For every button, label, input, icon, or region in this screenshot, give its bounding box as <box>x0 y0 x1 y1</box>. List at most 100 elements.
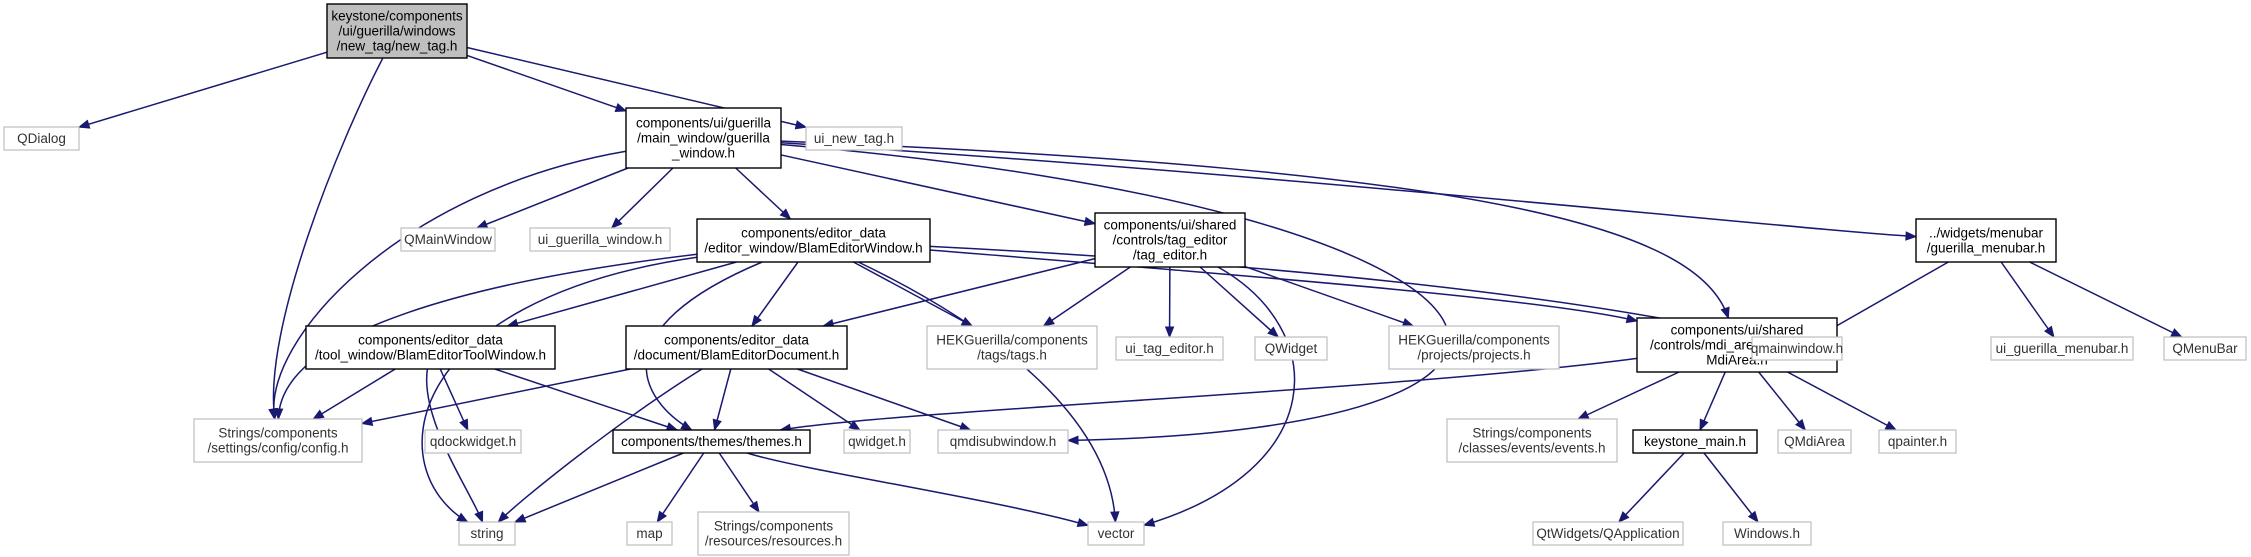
node-box <box>400 227 496 252</box>
node-box <box>1254 336 1328 361</box>
node-events-h: Strings/components/classes/events/events… <box>1446 418 1618 463</box>
node-guerilla-window-h[interactable]: components/ui/guerilla/main_window/gueri… <box>625 107 782 169</box>
node-label-line: keystone_main.h <box>1644 434 1746 449</box>
edge-themes_h-to-map <box>656 452 705 524</box>
edge-line <box>2000 261 2055 338</box>
edge-themes_h-to-vector <box>746 452 1090 528</box>
node-label-line: /editor_window/BlamEditorWindow.h <box>704 241 922 256</box>
edge-keystone_main_h-to-qapplication <box>1617 452 1685 523</box>
edge-themes_h-to-string <box>513 452 684 523</box>
edge-line <box>272 57 384 420</box>
arrowhead <box>848 420 861 431</box>
node-blam-editor-tool-window-h[interactable]: components/editor_data/tool_window/BlamE… <box>305 325 556 370</box>
edge-guerilla_window_h-to-guerilla_menubar_h <box>780 142 1918 241</box>
edge-skinnable_mdi_area_h-to-keystone_main_h <box>1699 371 1726 432</box>
arrowhead <box>513 513 527 523</box>
node-box <box>1722 521 1812 546</box>
arrowhead <box>1401 318 1415 327</box>
node-label-line: /tag_editor.h <box>1133 248 1207 263</box>
node-box <box>2163 336 2247 361</box>
edge-line <box>312 368 396 420</box>
node-label-line: HEKGuerilla/components <box>1398 333 1550 348</box>
node-label-line: map <box>636 526 662 541</box>
node-qmainwindow: QMainWindow <box>400 227 496 252</box>
edge-line <box>780 357 1638 431</box>
node-windows-h: Windows.h <box>1722 521 1812 546</box>
node-label-line: ui_tag_editor.h <box>1125 341 1214 356</box>
arrowhead <box>77 119 91 129</box>
edge-tag_editor_h-to-vector <box>1142 266 1296 527</box>
node-label-line: QMenuBar <box>2172 341 2238 356</box>
edge-line <box>514 452 684 523</box>
edge-skinnable_mdi_area_h-to-qpainter_h <box>1787 371 1898 431</box>
node-hek-tags-h: HEKGuerilla/components/tags/tags.h <box>926 325 1098 370</box>
node-box <box>1094 212 1246 268</box>
arrowhead <box>1083 216 1097 226</box>
edge-skinnable_mdi_area_h-to-events_h <box>1576 371 1680 420</box>
arrowhead <box>456 512 469 523</box>
node-tag-editor-h[interactable]: components/ui/shared/controls/tag_editor… <box>1094 212 1246 268</box>
node-label-line: components/editor_data <box>741 226 886 241</box>
edge-line <box>656 452 705 523</box>
edge-line <box>857 261 1117 523</box>
edge-line <box>1618 452 1685 523</box>
arrowhead <box>312 409 325 420</box>
edge-blam_editor_window_h-to-vector <box>857 261 1120 524</box>
edge-line <box>421 256 698 523</box>
edge-line <box>746 452 1089 527</box>
edge-line <box>1758 371 1806 431</box>
edge-tag_editor_h-to-qwidget <box>1199 266 1280 338</box>
arrowhead <box>1066 435 1079 445</box>
node-qmenubar: QMenuBar <box>2163 336 2247 361</box>
node-vector: vector <box>1087 521 1145 546</box>
node-label-line: ui_new_tag.h <box>814 131 894 146</box>
node-blam-editor-document-h[interactable]: components/editor_data/document/BlamEdit… <box>625 325 848 370</box>
arrowhead <box>751 314 762 328</box>
edge-line <box>1577 371 1680 420</box>
node-label-line: QDialog <box>17 131 66 146</box>
edge-guerilla_menubar_h-to-ui_guerilla_menubar_h <box>2000 261 2055 339</box>
edge-line <box>735 167 791 220</box>
node-themes-h[interactable]: components/themes/themes.h <box>612 429 811 454</box>
arrowhead <box>1110 511 1120 524</box>
node-box <box>1878 429 1957 454</box>
node-label-line: vector <box>1098 526 1135 541</box>
edge-line <box>929 249 1638 322</box>
edge-line <box>780 142 1917 238</box>
node-ui-guerilla-menubar-h: ui_guerilla_menubar.h <box>1990 336 2134 361</box>
node-guerilla-menubar-h[interactable]: ../widgets/menubar/guerilla_menubar.h <box>1915 218 2057 263</box>
node-blam-editor-window-h[interactable]: components/editor_data/editor_window/Bla… <box>696 218 931 263</box>
edge-line <box>1199 266 1279 338</box>
node-box <box>926 325 1098 370</box>
arrowhead <box>1905 231 1918 241</box>
edge-line <box>1703 452 1759 523</box>
edge-line <box>768 368 861 431</box>
node-label-line: components/ui/shared <box>1671 323 1804 338</box>
node-box <box>612 429 811 454</box>
edge-line <box>1143 266 1296 526</box>
node-label-line: QMdiArea <box>1784 434 1845 449</box>
edge-blam_editor_window_h-to-skinnable_mdi_area_h <box>929 249 1639 324</box>
edge-new_tag_h-to-qdialog <box>77 51 328 129</box>
arrowhead <box>1720 306 1730 320</box>
arrowhead <box>1576 410 1590 420</box>
node-box <box>193 418 363 463</box>
edge-blam_editor_document_h-to-qwidget_h <box>768 368 861 431</box>
node-box <box>1115 336 1224 361</box>
arrowhead <box>1076 517 1090 528</box>
node-label-line: Strings/components <box>714 519 834 534</box>
node-label-line: components/ui/guerilla <box>636 116 772 131</box>
node-box <box>696 218 931 263</box>
edge-keystone_main_h-to-windows_h <box>1703 452 1759 524</box>
edge-line <box>853 261 973 327</box>
node-keystone-main-h[interactable]: keystone_main.h <box>1632 429 1758 454</box>
arrowhead <box>1794 418 1807 432</box>
node-qmdisubwindow-h: qmdisubwindow.h <box>937 429 1069 454</box>
edge-line <box>611 167 674 229</box>
node-ui-tag-editor-h: ui_tag_editor.h <box>1115 336 1224 361</box>
node-layer: keystone/components/ui/guerilla/windows/… <box>3 3 2247 556</box>
arrowhead <box>1747 510 1759 524</box>
edge-guerilla_window_h-to-qmainwindow <box>475 167 629 229</box>
node-new-tag-h[interactable]: keystone/components/ui/guerilla/windows/… <box>326 3 468 59</box>
